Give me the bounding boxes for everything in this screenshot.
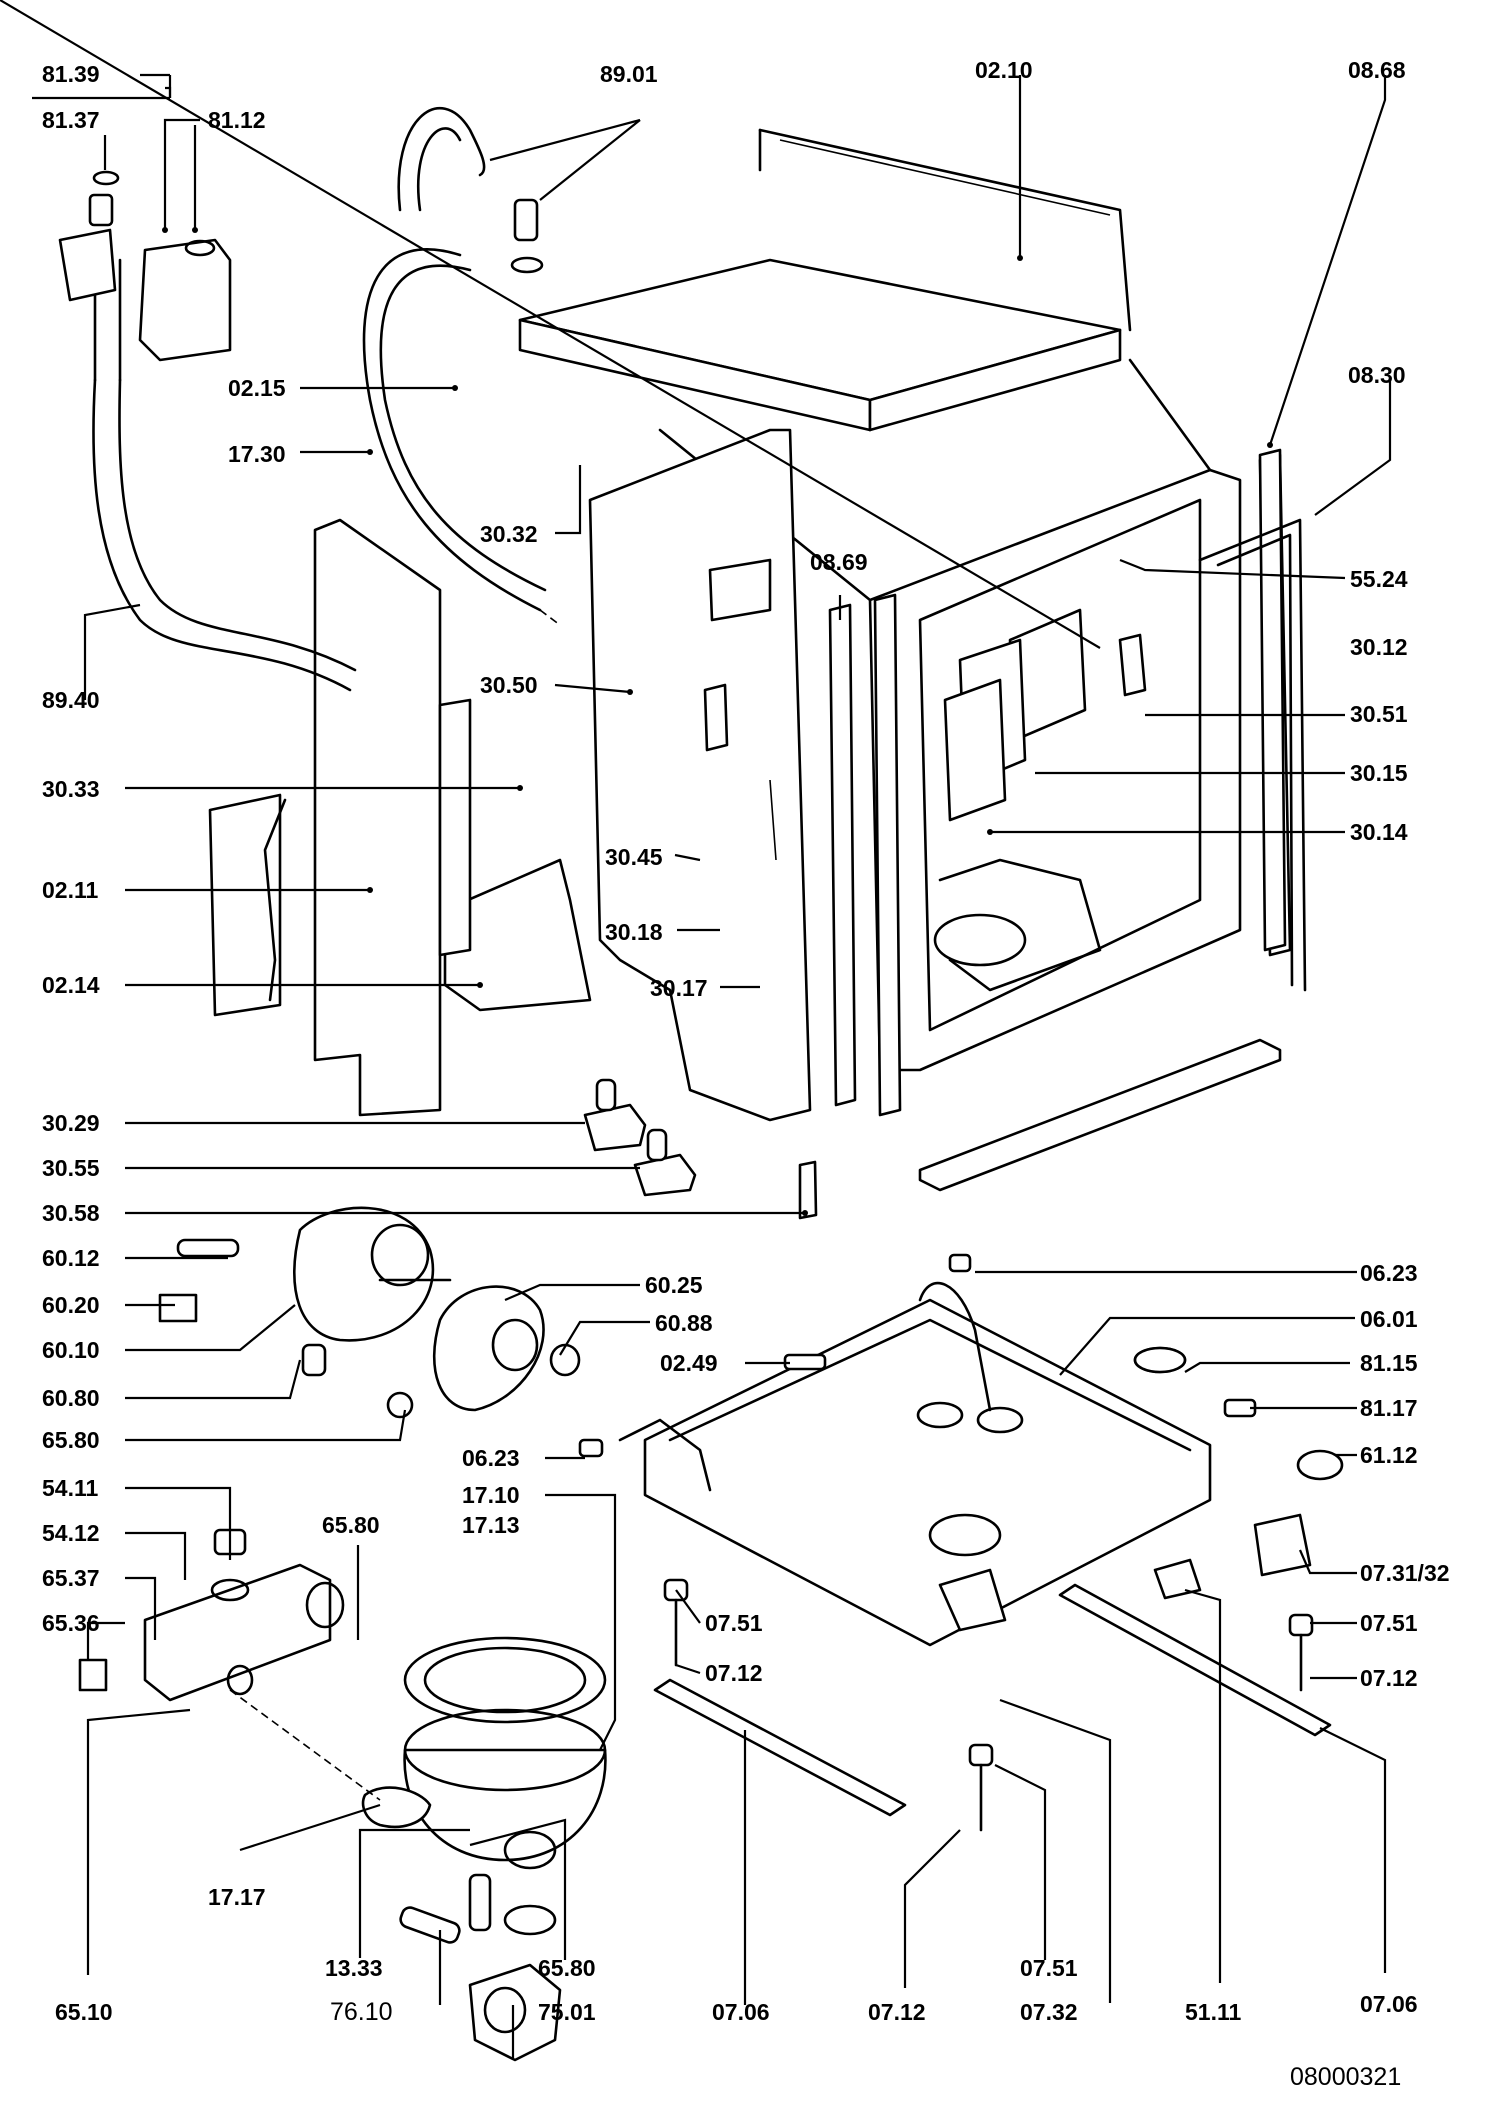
label-30-32: 30.32 [480,521,538,547]
label-65-37: 65.37 [42,1565,100,1591]
label-81-39: 81.39 [42,61,100,87]
leader-dots [162,227,1273,1216]
label-17-13: 17.13 [462,1512,520,1538]
label-81-12: 81.12 [208,107,266,133]
label-65-10: 65.10 [55,1999,113,2025]
label-89-01: 89.01 [600,61,658,87]
label-02-11: 02.11 [42,877,98,903]
label-08-69: 08.69 [810,549,868,575]
label-60-12: 60.12 [42,1245,100,1271]
label-30-51: 30.51 [1350,701,1408,727]
label-17-30: 17.30 [228,441,286,467]
label-81-17: 81.17 [1360,1395,1418,1421]
label-65-80-left: 65.80 [42,1427,100,1453]
assembly-dash-lines [229,609,561,1801]
label-75-01: 75.01 [538,1999,596,2025]
heater-block-part [78,1528,345,1702]
label-07-12-mid: 07.12 [705,1660,763,1686]
label-54-12: 54.12 [42,1520,100,1546]
label-51-11: 51.11 [1185,1999,1241,2025]
label-55-24: 55.24 [1350,566,1408,592]
label-17-10: 17.10 [462,1482,520,1508]
label-30-50: 30.50 [480,672,538,698]
label-30-17: 30.17 [650,975,708,1001]
misc-small-parts [578,1253,1344,1600]
label-02-14: 02.14 [42,972,100,998]
label-02-10: 02.10 [975,57,1033,83]
label-07-06-right: 07.06 [1360,1991,1418,2017]
worktop-part [518,128,1132,432]
label-08-30: 08.30 [1348,362,1406,388]
switch-parts [583,1078,818,1220]
label-02-15: 02.15 [228,375,286,401]
label-08-68: 08.68 [1348,57,1406,83]
label-60-10: 60.10 [42,1337,100,1363]
leader-lines [0,0,1392,2060]
label-81-37: 81.37 [42,107,100,133]
feet-parts [663,1578,1314,1832]
label-81-15: 81.15 [1360,1350,1418,1376]
label-07-32: 07.32 [1020,1999,1078,2025]
label-07-51-right: 07.51 [1360,1610,1418,1636]
label-30-12: 30.12 [1350,634,1408,660]
label-30-55: 30.55 [42,1155,100,1181]
label-65-80-mid: 65.80 [322,1512,380,1538]
valve-reservoir-part [58,170,232,362]
insulation-panel-part [208,518,592,1117]
label-30-45: 30.45 [605,844,663,870]
label-02-49: 02.49 [660,1350,718,1376]
label-60-80: 60.80 [42,1385,100,1411]
label-07-31-32: 07.31/32 [1360,1560,1450,1586]
label-60-25: 60.25 [645,1272,703,1298]
label-30-29: 30.29 [42,1110,100,1136]
label-30-18: 30.18 [605,919,663,945]
label-06-01: 06.01 [1360,1306,1418,1332]
label-30-58: 30.58 [42,1200,100,1226]
label-13-33: 13.33 [325,1955,383,1981]
label-07-06-left: 07.06 [712,1999,770,2025]
label-54-11: 54.11 [42,1475,98,1501]
label-07-12-bottom: 07.12 [868,1999,926,2025]
label-06-23-mid: 06.23 [462,1445,520,1471]
label-30-33: 30.33 [42,776,100,802]
label-65-80-bottom: 65.80 [538,1955,596,1981]
label-07-51-mid: 07.51 [705,1610,763,1636]
part-labels: 81.39 81.37 81.12 89.01 02.10 08.68 02.1… [42,57,1450,2091]
label-76-10: 76.10 [330,1998,393,2026]
pump-parts [158,1206,581,1419]
base-tray-part [618,1281,1212,1647]
drain-pump-part [361,1786,562,2062]
label-65-36: 65.36 [42,1610,100,1636]
label-30-14: 30.14 [1350,819,1408,845]
sump-assembly-part [403,1636,607,1936]
label-60-20: 60.20 [42,1292,100,1318]
drawing-number: 08000321 [1290,2063,1401,2091]
label-89-40: 89.40 [42,687,100,713]
label-17-17: 17.17 [208,1884,266,1910]
label-60-88: 60.88 [655,1310,713,1336]
side-panel-part [588,428,812,1122]
hose-parts [92,107,547,692]
label-61-12: 61.12 [1360,1442,1418,1468]
label-06-23-top: 06.23 [1360,1260,1418,1286]
label-07-51-bottom: 07.51 [1020,1955,1078,1981]
label-30-15: 30.15 [1350,760,1408,786]
feet-rail-parts [653,1568,1332,1817]
label-07-12-right: 07.12 [1360,1665,1418,1691]
